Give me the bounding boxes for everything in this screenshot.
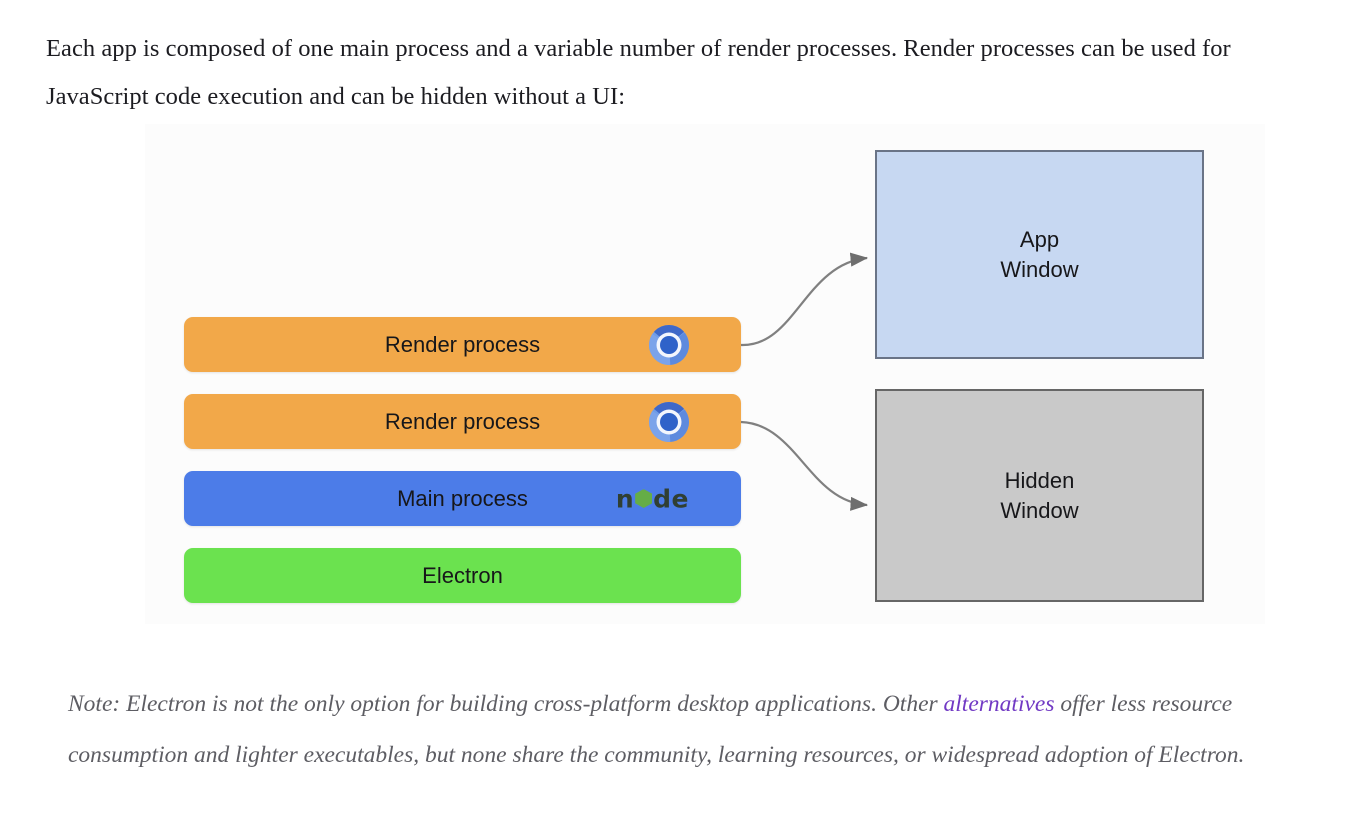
note-text-part2: offer less resource consumption and ligh… [68, 690, 1245, 768]
app-window-label: App Window [1000, 226, 1079, 282]
node-logo-pre: n [615, 484, 635, 513]
block-main-process[interactable]: Main process n de [184, 471, 741, 526]
block-render-process-1[interactable]: Render process [184, 317, 741, 372]
block-app-window[interactable]: App Window [875, 150, 1204, 359]
hidden-window-label: Hidden Window [1000, 467, 1079, 523]
note-paragraph: Note: Electron is not the only option fo… [68, 679, 1298, 781]
chromium-icon [649, 324, 689, 365]
intro-paragraph: Each app is composed of one main process… [46, 34, 1231, 110]
block-electron[interactable]: Electron [184, 548, 741, 603]
arrow-render2-to-hidden-window [740, 420, 869, 511]
block-label: Main process [397, 485, 528, 511]
block-hidden-window[interactable]: Hidden Window [875, 389, 1204, 602]
chromium-icon [649, 401, 689, 442]
alternatives-link[interactable]: alternatives [943, 690, 1055, 717]
block-label: Electron [422, 562, 503, 588]
node-icon: n de [616, 484, 689, 513]
arrow-render1-to-app-window [740, 252, 869, 347]
block-label: Render process [384, 408, 541, 434]
note-text-part1: Note: Electron is not the only option fo… [68, 690, 944, 717]
node-logo-post: de [653, 484, 689, 513]
electron-architecture-diagram: Render process Render process Main proce… [145, 124, 1265, 624]
block-render-process-2[interactable]: Render process [184, 394, 741, 449]
node-hexagon-icon [635, 489, 653, 508]
block-label: Render process [384, 331, 541, 357]
